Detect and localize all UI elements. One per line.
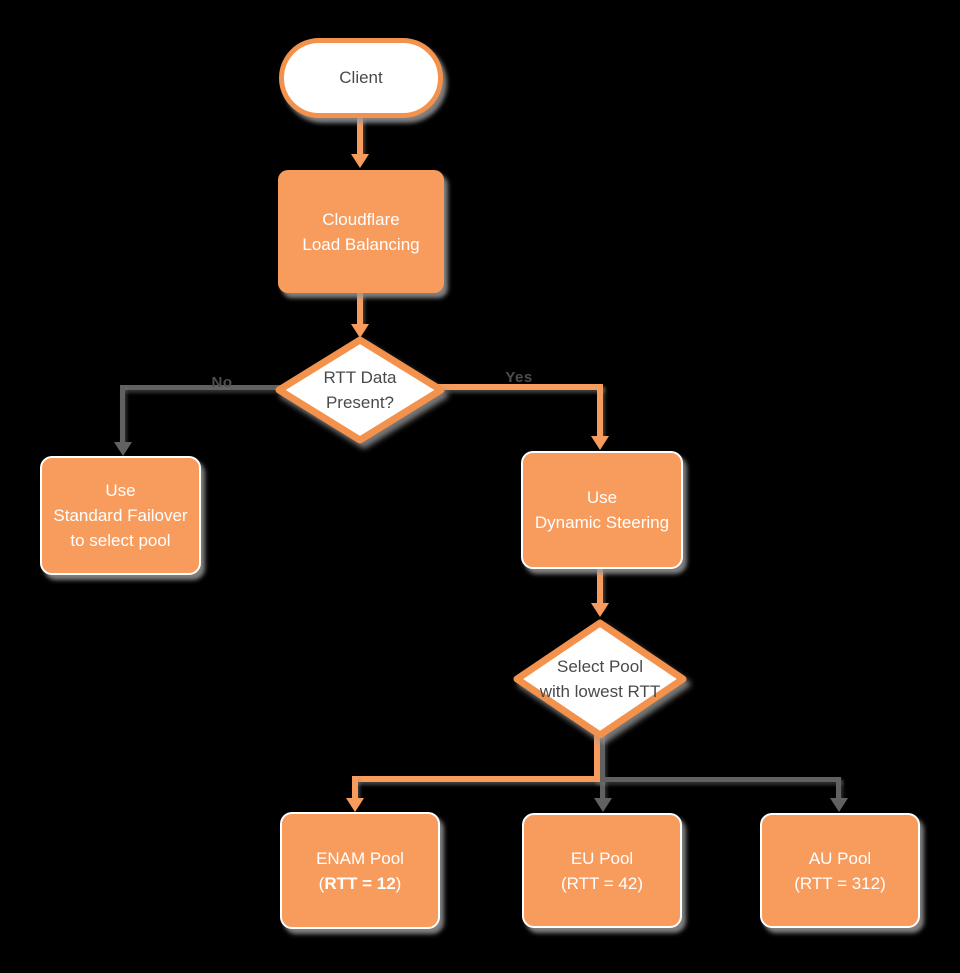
node-select-pool-text: Select Pool with lowest RTT: [510, 616, 690, 742]
node-enam-pool: ENAM Pool (RTT = 12): [280, 812, 440, 929]
node-standard-failover-line3: to select pool: [70, 531, 171, 550]
node-load-balancer-line2: Load Balancing: [302, 234, 420, 254]
node-load-balancer-line1: Cloudflare: [322, 209, 400, 229]
node-eu-pool: EU Pool (RTT = 42): [522, 813, 682, 928]
node-load-balancer: Cloudflare Load Balancing: [278, 170, 444, 293]
node-standard-failover-line2: Standard Failover: [53, 506, 188, 525]
node-enam-pool-rtt-open: (: [318, 873, 325, 893]
node-rtt-decision-line2: Present?: [325, 393, 395, 412]
node-eu-pool-title: EU Pool: [570, 848, 634, 868]
edge-yes-horizontal: [433, 384, 603, 390]
edge-client-to-loadbalancer: [357, 116, 363, 158]
arrowhead-enam: [346, 798, 364, 812]
node-rtt-decision: RTT Data Present?: [272, 333, 448, 447]
node-enam-pool-rtt-value: RTT = 12: [324, 873, 396, 893]
arrowhead-au: [830, 798, 848, 812]
node-select-pool: Select Pool with lowest RTT: [510, 616, 690, 742]
node-enam-pool-rtt: (RTT = 12): [319, 871, 402, 896]
edge-enam-vertical: [352, 776, 358, 802]
node-enam-pool-rtt-close: ): [395, 873, 402, 893]
arrowhead-no-branch: [114, 442, 132, 456]
node-client-label: Client: [339, 68, 383, 87]
node-select-pool-line1: Select Pool: [557, 657, 643, 676]
node-standard-failover-line1: Use: [105, 481, 136, 500]
node-dynamic-steering: Use Dynamic Steering: [521, 451, 683, 569]
edge-no-vertical: [120, 385, 125, 445]
node-select-pool-line2: with lowest RTT: [539, 682, 661, 701]
edge-loadbalancer-to-decision: [357, 292, 363, 328]
edge-selectpool-stub-orange: [594, 728, 600, 782]
edge-enam-horizontal: [352, 776, 600, 782]
diamond-shape: [513, 619, 687, 739]
diamond-shape: [275, 336, 445, 444]
arrowhead-steering-to-selectpool: [591, 603, 609, 617]
node-rtt-decision-line1: RTT Data: [323, 368, 397, 387]
edge-label-no: No: [211, 374, 233, 391]
arrowhead-eu: [594, 798, 612, 812]
arrowhead-yes-branch: [591, 436, 609, 450]
node-rtt-decision-text: RTT Data Present?: [272, 333, 448, 447]
edge-au-horizontal: [600, 777, 841, 782]
node-au-pool-title: AU Pool: [808, 848, 872, 868]
edge-au-vertical: [836, 777, 841, 802]
node-eu-pool-rtt: (RTT = 42): [560, 873, 644, 893]
node-client: Client: [279, 38, 443, 118]
edge-no-horizontal: [123, 385, 288, 390]
arrowhead-loadbalancer-to-decision: [351, 324, 369, 338]
node-dynamic-steering-line2: Dynamic Steering: [534, 513, 670, 532]
node-dynamic-steering-line1: Use: [586, 488, 618, 507]
edge-label-yes: Yes: [505, 369, 533, 386]
edge-yes-vertical: [597, 384, 603, 438]
node-enam-pool-title: ENAM Pool: [316, 848, 404, 868]
arrowhead-client-to-loadbalancer: [351, 154, 369, 168]
node-standard-failover: Use Standard Failover to select pool: [40, 456, 201, 575]
node-au-pool-rtt: (RTT = 312): [794, 873, 886, 893]
edge-steering-to-selectpool: [597, 569, 603, 607]
edge-eu-vertical: [600, 728, 605, 800]
node-au-pool: AU Pool (RTT = 312): [760, 813, 920, 928]
